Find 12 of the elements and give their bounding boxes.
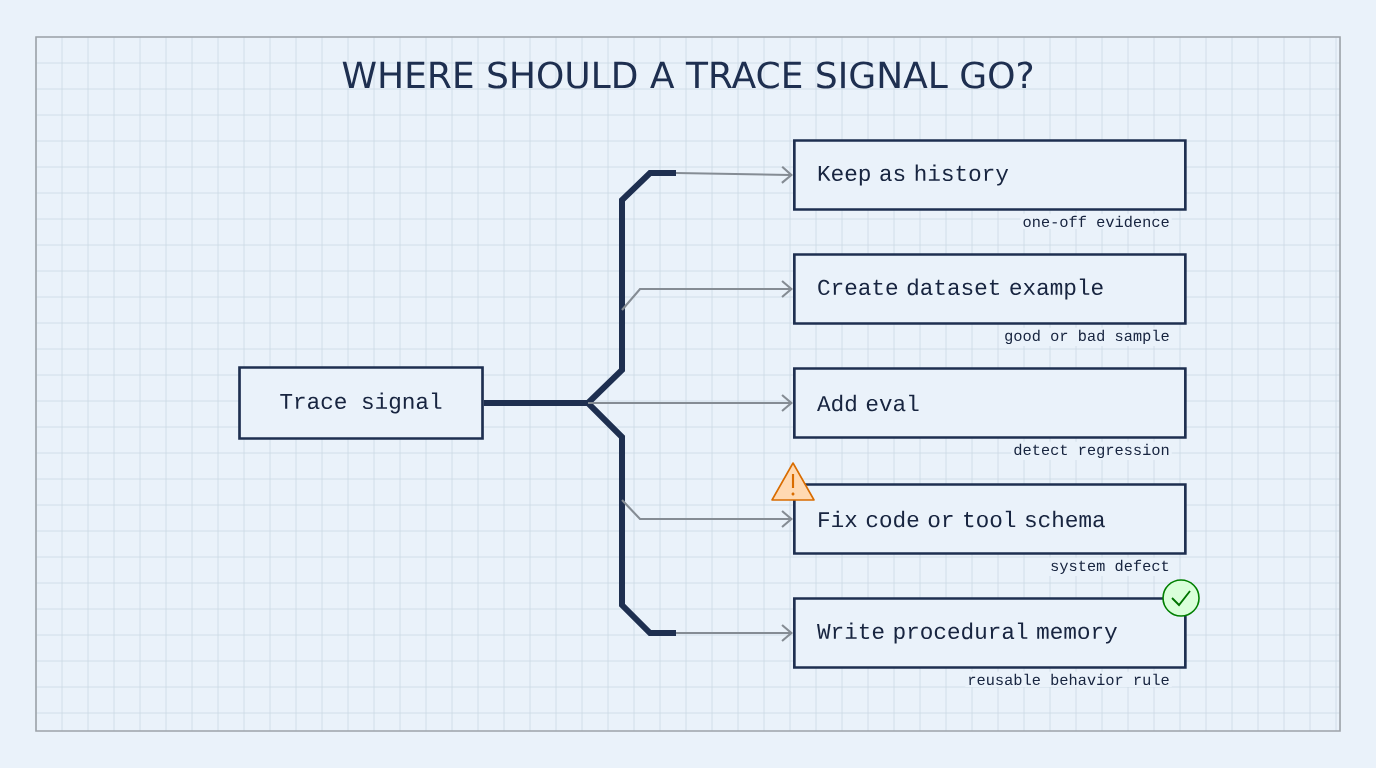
process-box: Write procedural memory xyxy=(793,597,1187,669)
process-box: Trace signal xyxy=(238,366,484,440)
process-box: Add eval xyxy=(793,367,1187,439)
arrow xyxy=(588,394,793,412)
process-box: Fix code or tool schema xyxy=(793,483,1187,555)
arrow xyxy=(621,499,793,528)
arrow xyxy=(676,166,793,184)
title: WHERE SHOULD A TRACE SIGNAL GO? xyxy=(342,61,1033,89)
arrow xyxy=(621,280,793,311)
process-box: Keep as history xyxy=(793,139,1187,211)
arrow xyxy=(676,624,793,642)
process-box: Create dataset example xyxy=(793,253,1187,325)
